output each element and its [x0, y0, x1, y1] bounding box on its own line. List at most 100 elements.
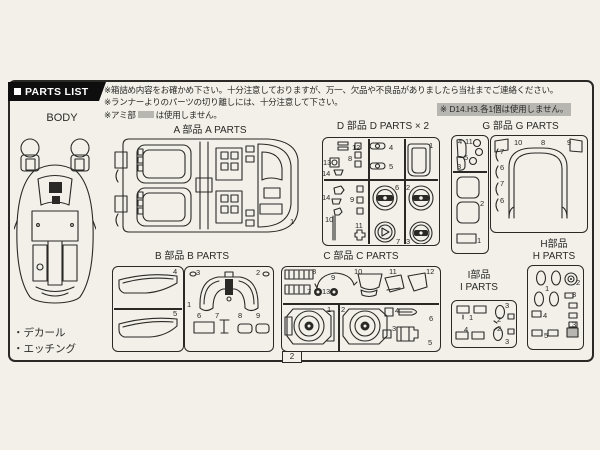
part-number: 7: [396, 237, 401, 246]
part-number: 2: [406, 183, 411, 192]
part-number: 4: [173, 267, 178, 276]
part-number: 3: [392, 324, 397, 333]
part-number: 8: [348, 154, 353, 163]
part-number: 8: [312, 267, 317, 276]
body-footnote-decal: ・デカール: [13, 327, 66, 339]
part-number: 1: [327, 305, 332, 314]
part-number: 2: [256, 268, 261, 277]
part-number: 2: [480, 199, 485, 208]
part-number: 8: [238, 311, 243, 320]
page-title: PARTS LIST: [25, 85, 89, 98]
part-number: 3: [505, 337, 510, 346]
body-label: BODY: [46, 112, 78, 124]
part-number: 6: [500, 163, 505, 172]
part-number: 7: [500, 179, 505, 188]
b-parts-dash-drawing: [189, 271, 270, 334]
part-number: 3: [406, 237, 411, 246]
caution-notes: ※箱詰め内容をお確かめ下さい。十分注意しておりますが、万一、欠品や不良品がありま…: [104, 84, 558, 121]
part-number: 1: [469, 313, 474, 322]
part-number: 6: [395, 183, 400, 192]
part-number: 3: [457, 162, 462, 171]
part-number: 14: [322, 169, 331, 178]
part-number: 3: [505, 301, 510, 310]
part-number: 1: [545, 284, 550, 293]
part-number: 11: [465, 137, 473, 146]
body-footnote-etching: ・エッチング: [13, 343, 76, 355]
page-number: 2: [282, 351, 302, 363]
part-number: 13: [322, 287, 331, 296]
part-number: 5: [544, 331, 549, 340]
part-number: 4: [395, 306, 400, 315]
note-line-3: ※アミ部は使用しません。: [104, 109, 222, 120]
g-parts-label: G 部品 G PARTS: [482, 121, 559, 132]
d-parts-box: [322, 137, 440, 246]
ami-sample-swatch: [137, 110, 154, 118]
c-parts-part2-drawing: [342, 307, 419, 345]
part-number: 4: [543, 311, 548, 320]
part-number: 7: [307, 287, 312, 296]
c-parts-box: [281, 266, 441, 352]
highlighted-note: ※ D14.H3.各1個は使用しません。: [437, 103, 572, 116]
c-parts-part1-drawing: [284, 308, 335, 345]
h-parts-box: [527, 265, 584, 350]
part-number: 8: [541, 138, 546, 147]
part-number: 5: [428, 338, 433, 347]
part-number: 4: [458, 137, 463, 146]
part-number: 4: [464, 325, 469, 334]
part-number: 11: [389, 267, 397, 276]
part-number: 9: [256, 311, 261, 320]
part-number: 10: [514, 138, 523, 147]
part-number: 3: [196, 268, 201, 277]
part-number: 6: [500, 196, 505, 205]
part-number: 3: [572, 290, 577, 299]
part-number: 5: [389, 162, 394, 171]
i-parts-label: I部品 I PARTS: [460, 270, 498, 293]
part-number: 10: [325, 215, 334, 224]
part-number: 1: [187, 300, 192, 309]
g-parts-left-drawing: [456, 138, 484, 244]
part-number: 5: [464, 153, 469, 162]
part-number: 4: [389, 143, 394, 152]
b-parts-box-left: [112, 266, 184, 352]
part-number: 3: [572, 320, 577, 329]
part-number: 12: [426, 267, 435, 276]
b-parts-label: B 部品 B PARTS: [154, 251, 230, 262]
part-number: 13: [323, 158, 332, 167]
part-number: 10: [354, 267, 363, 276]
part-number: 2: [576, 278, 581, 287]
c-parts-top-drawing: [284, 269, 428, 298]
part-number: 9: [567, 138, 572, 147]
h-parts-label: H部品 H PARTS: [532, 239, 576, 262]
d-parts-label: D 部品 D PARTS × 2: [336, 121, 430, 132]
part-number: 6: [429, 314, 434, 323]
parts-list-header: PARTS LIST: [8, 82, 106, 101]
square-bullet-icon: [14, 88, 21, 95]
d-parts-drawing: [329, 141, 434, 244]
note-line-2: ※ランナーよりのパーツの切り離しには、十分注意して下さい。: [104, 97, 343, 108]
part-number: 14: [322, 193, 331, 202]
g-parts-box-right: [490, 135, 588, 233]
a-parts-drawing: [114, 138, 299, 233]
i-parts-drawing: [455, 304, 515, 342]
body-top-view-drawing: [14, 138, 96, 304]
part-number: 12: [352, 143, 361, 152]
part-number: 2: [497, 324, 502, 333]
g-parts-box-left: [451, 135, 489, 254]
part-number: 1: [290, 217, 295, 226]
i-parts-box: [451, 300, 517, 348]
note-line-1: ※箱詰め内容をお確かめ下さい。十分注意しておりますが、万一、欠品や不良品がありま…: [104, 85, 559, 95]
part-number: 7: [500, 147, 505, 156]
b-parts-panels-drawing: [118, 274, 178, 338]
part-number: 7: [215, 311, 220, 320]
part-number: 5: [173, 309, 178, 318]
part-number: 1: [477, 236, 482, 245]
part-number: 9: [331, 273, 336, 282]
part-number: 2: [497, 315, 502, 324]
a-parts-label: A 部品 A PARTS: [173, 125, 247, 136]
c-parts-label: C 部品 C PARTS: [323, 251, 399, 262]
h-parts-drawing: [531, 270, 579, 338]
part-number: 9: [350, 195, 355, 204]
g-parts-arch-drawing: [494, 138, 583, 219]
part-number: 1: [429, 141, 434, 150]
